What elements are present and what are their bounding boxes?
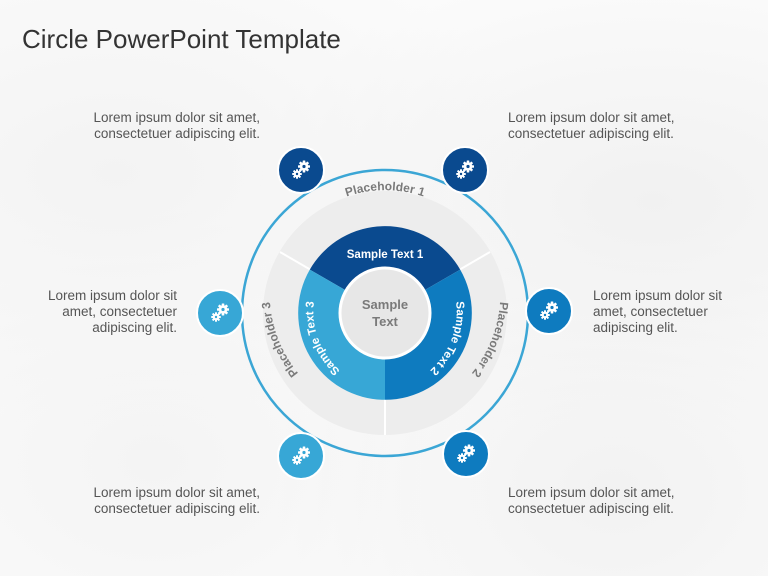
gears-icon bbox=[277, 432, 325, 480]
center-circle bbox=[338, 266, 432, 360]
description-line: consectetuer adipiscing elit. bbox=[94, 126, 260, 141]
description-line: consectetuer adipiscing elit. bbox=[94, 501, 260, 516]
description-line: consectetuer adipiscing elit. bbox=[508, 501, 674, 516]
description-mid-left: Lorem ipsum dolor sit amet, consectetuer… bbox=[20, 288, 177, 336]
center-text-line-1: Sample bbox=[362, 297, 408, 312]
description-line: consectetuer adipiscing elit. bbox=[508, 126, 674, 141]
description-line: Lorem ipsum dolor sit amet, bbox=[93, 110, 260, 125]
description-bottom-left: Lorem ipsum dolor sit amet, consectetuer… bbox=[50, 485, 260, 517]
gears-icon bbox=[442, 430, 490, 478]
gears-icon bbox=[441, 146, 489, 194]
gears-icon bbox=[196, 289, 244, 337]
description-mid-right: Lorem ipsum dolor sit amet, consectetuer… bbox=[593, 288, 753, 336]
description-line: Lorem ipsum dolor sit amet, bbox=[93, 485, 260, 500]
description-top-left: Lorem ipsum dolor sit amet, consectetuer… bbox=[50, 110, 260, 142]
description-line: amet, consectetuer bbox=[62, 304, 177, 319]
placeholder-1: Placeholder 1 bbox=[343, 179, 427, 199]
description-top-right: Lorem ipsum dolor sit amet, consectetuer… bbox=[508, 110, 728, 142]
center-text-line-2: Text bbox=[372, 314, 398, 329]
gears-icon bbox=[525, 287, 573, 335]
description-line: adipiscing elit. bbox=[92, 320, 177, 335]
description-line: amet, consectetuer bbox=[593, 304, 708, 319]
gears-icon bbox=[277, 146, 325, 194]
description-line: Lorem ipsum dolor sit bbox=[47, 288, 177, 303]
description-line: Lorem ipsum dolor sit amet, bbox=[508, 485, 675, 500]
description-bottom-right: Lorem ipsum dolor sit amet, consectetuer… bbox=[508, 485, 728, 517]
page-title: Circle PowerPoint Template bbox=[22, 24, 341, 54]
description-line: Lorem ipsum dolor sit amet, bbox=[508, 110, 675, 125]
description-line: adipiscing elit. bbox=[593, 320, 678, 335]
description-line: Lorem ipsum dolor sit bbox=[593, 288, 723, 303]
sample-text-1: Sample Text 1 bbox=[347, 249, 424, 261]
placeholder-1-path: Placeholder 1 bbox=[343, 179, 427, 199]
